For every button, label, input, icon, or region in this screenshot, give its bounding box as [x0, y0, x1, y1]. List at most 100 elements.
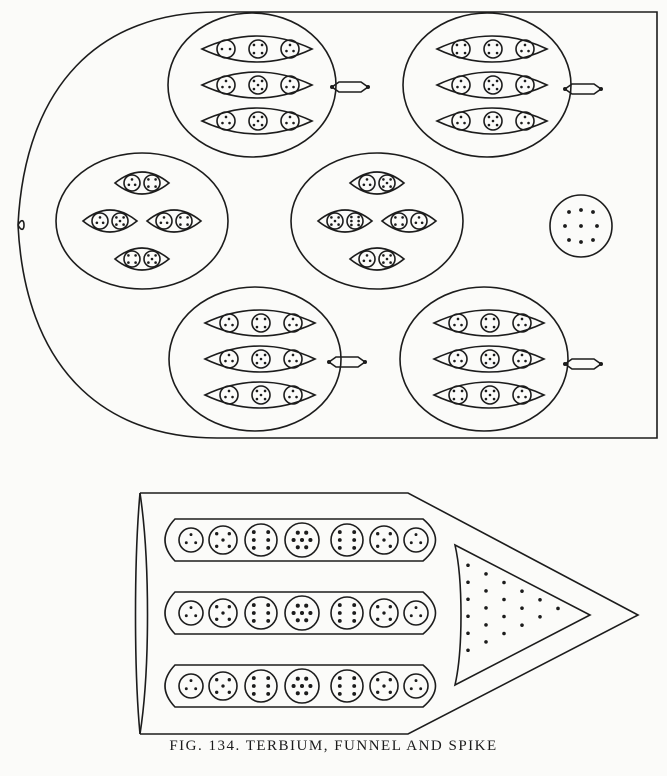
dot — [487, 87, 491, 91]
sphere — [480, 385, 500, 405]
sphere-outline — [403, 600, 429, 626]
sphere-outline — [390, 212, 408, 230]
dot — [527, 85, 530, 89]
dot — [389, 261, 392, 264]
dot — [599, 362, 603, 366]
dot — [466, 648, 470, 653]
rod-lens — [432, 345, 546, 373]
dot — [127, 183, 131, 187]
dot — [414, 221, 418, 225]
nucleus-oval — [168, 286, 342, 432]
dot — [95, 221, 99, 225]
dot — [517, 359, 520, 363]
dot — [362, 259, 366, 263]
dot — [189, 679, 193, 683]
dot — [492, 317, 496, 321]
dot — [288, 43, 292, 47]
dot — [520, 353, 524, 357]
sphere — [178, 527, 204, 553]
sphere-outline — [251, 349, 271, 369]
sphere — [284, 595, 320, 631]
dot — [488, 393, 492, 397]
dot — [255, 361, 259, 365]
dot — [308, 537, 313, 543]
dot — [388, 617, 392, 621]
sphere-outline — [178, 527, 204, 553]
dot — [165, 221, 169, 225]
dot — [382, 178, 385, 181]
dot — [259, 393, 263, 397]
sphere-outline — [451, 111, 471, 131]
dot — [299, 610, 305, 616]
dot — [260, 43, 264, 47]
dot — [194, 687, 198, 691]
dot — [292, 85, 295, 89]
dot — [291, 353, 295, 357]
dot — [579, 224, 583, 228]
sphere-outline — [378, 174, 396, 192]
dot — [288, 323, 291, 327]
sphere — [244, 523, 278, 557]
dot — [389, 185, 392, 188]
dot — [388, 690, 392, 694]
dot — [231, 323, 234, 327]
rod-lens — [435, 107, 549, 135]
sphere-outline — [216, 75, 236, 95]
dot — [487, 43, 491, 47]
sphere-outline — [216, 111, 236, 131]
dot — [527, 121, 530, 125]
dot — [194, 614, 198, 618]
sphere — [369, 671, 399, 701]
dot — [595, 224, 599, 228]
dot — [255, 317, 259, 321]
dot — [460, 397, 464, 401]
sphere-outline — [283, 313, 303, 333]
sphere-outline — [244, 596, 278, 630]
dot — [350, 219, 353, 223]
dot — [459, 79, 463, 83]
dot — [368, 259, 372, 263]
rod-lens — [432, 309, 546, 337]
sphere-outline — [123, 174, 141, 192]
dot — [466, 631, 470, 636]
dot — [147, 261, 150, 264]
dot — [487, 123, 491, 127]
dot — [401, 223, 404, 226]
dot — [184, 687, 188, 691]
pair-lens — [113, 247, 171, 271]
dot — [295, 359, 298, 363]
sphere-outline — [549, 194, 613, 258]
rod-outline — [164, 591, 437, 635]
dot — [299, 683, 305, 689]
side-sphere — [549, 194, 613, 258]
dot — [130, 178, 134, 181]
dot — [389, 254, 392, 257]
sphere-outline — [143, 174, 161, 192]
terbium-left-notch — [17, 219, 25, 231]
dot — [337, 692, 342, 696]
dot — [484, 589, 488, 593]
dot — [456, 121, 459, 125]
sphere-outline — [451, 75, 471, 95]
dot — [189, 606, 193, 610]
dot — [227, 544, 231, 548]
dot — [524, 323, 527, 327]
sphere-outline — [403, 527, 429, 553]
dot — [366, 85, 370, 89]
sphere — [330, 596, 364, 630]
pair-lens — [348, 171, 406, 195]
sphere-outline — [123, 250, 141, 268]
dot — [194, 541, 198, 545]
dot — [352, 530, 357, 535]
funnel-outline — [140, 492, 640, 735]
sphere-outline — [369, 598, 399, 628]
dot — [154, 261, 157, 264]
dot — [266, 530, 271, 535]
dot — [463, 51, 467, 55]
sphere-outline — [448, 349, 468, 369]
dot — [382, 254, 385, 257]
dot — [382, 185, 385, 188]
dot — [389, 178, 392, 181]
dot — [417, 216, 421, 219]
dot — [357, 215, 360, 219]
